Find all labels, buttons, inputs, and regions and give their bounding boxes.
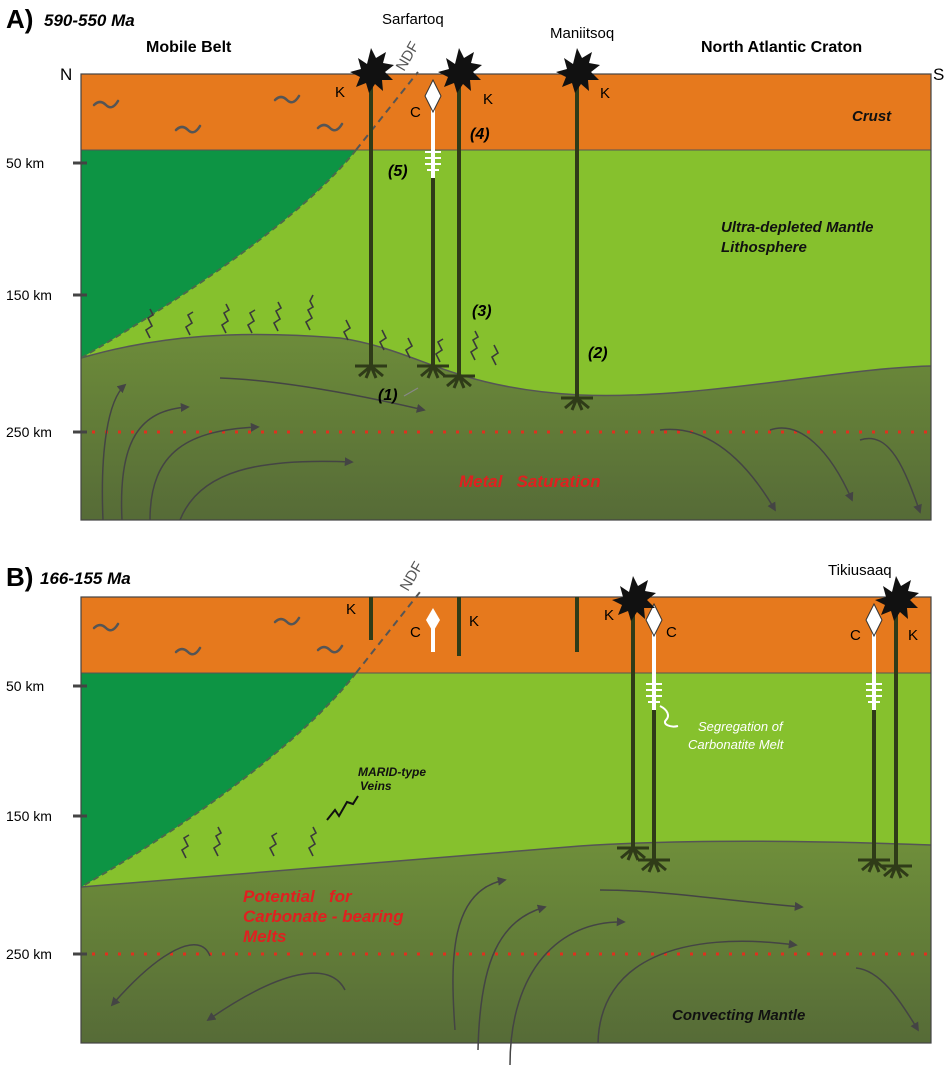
dyke-roots — [355, 364, 593, 411]
panel-b-potential-label-1: Potential for — [243, 887, 353, 906]
panel-b-segregation-pointer — [659, 705, 679, 728]
panel-a-mantle-label-2: Lithosphere — [721, 239, 807, 256]
panel-b: B) 166-155 Ma Tikiusaaq NDF 50 km 150 km… — [6, 559, 932, 1065]
panel-b-crust — [80, 596, 932, 674]
panel-b-k-label-4: K — [908, 627, 918, 644]
panel-a-right-region: North Atlantic Craton — [701, 39, 862, 56]
panel-a-locality-maniitsoq: Maniitsoq — [550, 25, 614, 42]
panel-a-num-4: (4) — [470, 126, 490, 143]
panel-a-south: S — [933, 65, 944, 84]
panel-a-crust-texture — [92, 94, 344, 134]
panel-a-num-1: (1) — [378, 387, 398, 404]
panel-b-depth-150: 150 km — [6, 808, 52, 824]
carbonatite-diamond — [424, 78, 442, 114]
panel-a-letter: A) — [6, 4, 33, 34]
panel-b-marid-veins — [180, 826, 318, 859]
panel-a-c-label: C — [410, 104, 421, 121]
panel-b-old-carbonatite-diamond — [426, 608, 440, 632]
panel-b-segregation-label-1: Segregation of — [698, 719, 784, 734]
panel-a-ndf-fault — [355, 71, 419, 151]
panel-b-carbonatite-diamond-1 — [645, 602, 663, 638]
panel-b-old-dykes — [369, 597, 579, 656]
panel-b-c-label-3: C — [850, 627, 861, 644]
panel-b-k-label-1: K — [346, 601, 356, 618]
panel-a-left-region: Mobile Belt — [146, 39, 232, 56]
panel-a: A) 590-550 Ma Mobile Belt North Atlantic… — [6, 4, 944, 521]
panel-b-marid-pointer — [326, 795, 359, 821]
panel-b-depth-250: 250 km — [6, 946, 52, 962]
panel-a-depth-50: 50 km — [6, 155, 44, 171]
panel-a-depth-250: 250 km — [6, 424, 52, 440]
panel-b-border — [80, 596, 932, 1044]
panel-b-depth-50: 50 km — [6, 678, 44, 694]
panel-b-ndf-label: NDF — [397, 559, 427, 594]
panel-a-dykes — [350, 48, 600, 411]
panel-a-lithosphere-base-line — [80, 333, 932, 397]
panel-b-convection-arrows — [110, 876, 919, 1065]
kimberlite-explosion-2 — [438, 48, 482, 93]
panel-a-num-3: (3) — [472, 303, 492, 320]
panel-b-segregation-label-2: Carbonatite Melt — [688, 737, 785, 752]
panel-b-k-label-2: K — [469, 613, 479, 630]
panel-b-age: 166-155 Ma — [40, 569, 131, 588]
panel-b-explosion-2 — [875, 576, 919, 621]
panel-b-depth-ticks — [73, 684, 87, 956]
panel-a-depth-150: 150 km — [6, 287, 52, 303]
panel-a-north: N — [60, 65, 72, 84]
panel-b-c-label-2: C — [666, 624, 677, 641]
panel-b-k-label-3: K — [604, 607, 614, 624]
panel-a-ndf-label: NDF — [393, 39, 423, 74]
panel-a-k-label-1: K — [335, 84, 345, 101]
panel-b-potential-label-2: Carbonate - bearing — [243, 907, 404, 926]
panel-a-depth-ticks — [73, 161, 87, 434]
panel-a-marid-veins — [144, 294, 500, 366]
panel-b-convecting-label: Convecting Mantle — [672, 1007, 805, 1024]
panel-b-explosion-1 — [612, 576, 656, 621]
panel-a-crust — [80, 73, 932, 151]
kimberlite-explosion-3 — [556, 48, 600, 93]
panel-a-num-5: (5) — [388, 163, 408, 180]
panel-a-mantle-label-1: Ultra-depleted Mantle — [721, 219, 874, 236]
panel-a-mobile-belt — [81, 150, 356, 358]
panel-a-k-label-2: K — [483, 91, 493, 108]
panel-b-marid-label-2: Veins — [360, 779, 392, 793]
panel-b-lithosphere-base-line — [80, 840, 932, 888]
panel-b-ndf-fault — [355, 591, 421, 674]
panel-a-metal-label: Metal Saturation — [459, 472, 601, 491]
panel-a-k-label-3: K — [600, 85, 610, 102]
panel-a-mobile-belt-boundary — [80, 149, 357, 359]
panel-a-convection-arrows — [101, 377, 922, 521]
panel-b-carbonatite-diamond-2 — [865, 602, 883, 638]
panel-b-letter: B) — [6, 562, 33, 592]
panel-b-crust-texture — [92, 616, 344, 656]
carbonatite-segregation — [425, 151, 441, 171]
panel-b-c-label-1: C — [410, 624, 421, 641]
kimberlite-explosion-1 — [350, 48, 394, 93]
panel-b-locality-tikiusaaq: Tikiusaaq — [828, 562, 892, 579]
panel-a-border — [80, 73, 932, 521]
panel-b-potential-label-3: Melts — [243, 927, 286, 946]
panel-a-age: 590-550 Ma — [44, 11, 135, 30]
panel-a-crust-label: Crust — [852, 108, 892, 125]
panel-a-locality-sarfartoq: Sarfartoq — [382, 11, 444, 28]
panel-b-dykes — [612, 576, 919, 879]
panel-b-mobile-belt-boundary — [80, 672, 357, 888]
panel-b-marid-label-1: MARID-type — [358, 765, 426, 779]
panel-a-num-1-pointer — [403, 387, 419, 397]
panel-a-num-2: (2) — [588, 345, 608, 362]
panel-b-mobile-belt — [81, 673, 356, 887]
